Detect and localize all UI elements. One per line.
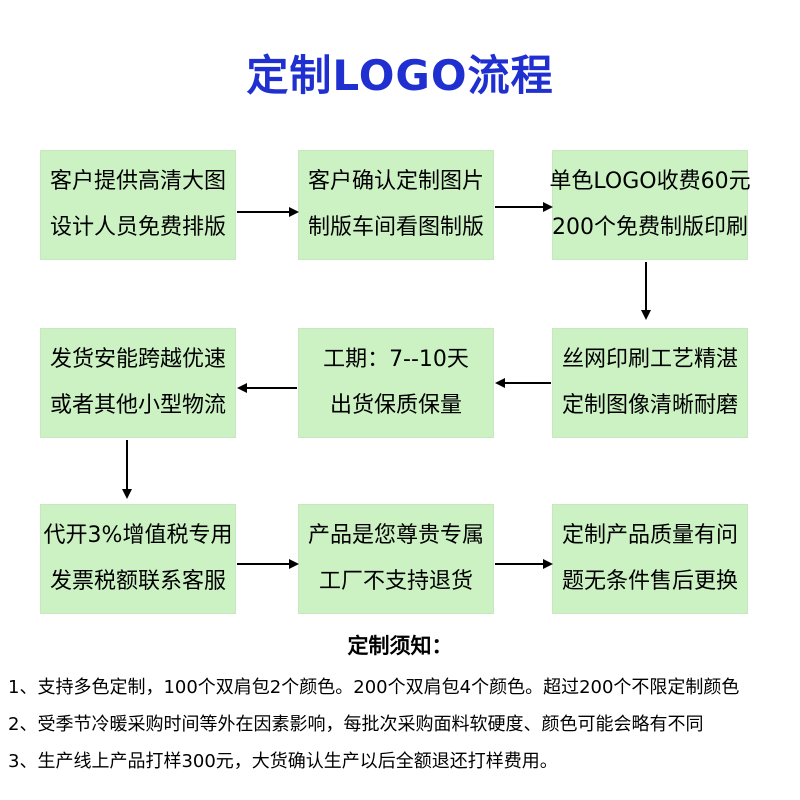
step-9-line-2: 题无条件售后更换 <box>561 569 738 594</box>
step-box-3: 单色LOGO收费60元 200个免费制版印刷 <box>549 150 751 260</box>
notes-title: 定制须知： <box>347 634 453 658</box>
note-item-1: 1、支持多色定制，100个双肩包2个颜色。200个双肩包4个颜色。超过200个不… <box>8 677 740 698</box>
step-8-line-2: 工厂不支持退货 <box>318 569 473 594</box>
step-box-7: 代开3%增值税专用 发票税额联系客服 <box>40 504 236 614</box>
step-box-6: 丝网印刷工艺精湛 定制图像清晰耐磨 <box>552 328 748 438</box>
step-box-5: 工期：7--10天 出货保质保量 <box>298 328 494 438</box>
note-item-2: 2、受季节冷暖采购时间等外在因素影响，每批次采购面料软硬度、颜色可能会略有不同 <box>8 714 704 735</box>
step-box-4: 发货安能跨越优速 或者其他小型物流 <box>40 328 236 438</box>
page-title: 定制LOGO流程 <box>246 51 554 100</box>
note-item-3: 3、生产线上产品打样300元，大货确认生产以后全额退还打样费用。 <box>8 751 558 772</box>
step-5-line-1: 工期：7--10天 <box>323 347 469 372</box>
step-1-line-2: 设计人员免费排版 <box>49 215 226 240</box>
step-2-line-2: 制版车间看图制版 <box>307 215 484 240</box>
step-8-line-1: 产品是您尊贵专属 <box>307 523 484 548</box>
step-4-line-2: 或者其他小型物流 <box>49 393 226 418</box>
step-7-line-2: 发票税额联系客服 <box>49 569 226 594</box>
step-4-line-1: 发货安能跨越优速 <box>49 347 226 372</box>
step-3-line-1: 单色LOGO收费60元 <box>549 169 751 194</box>
step-1-line-1: 客户提供高清大图 <box>49 169 226 194</box>
step-box-9: 定制产品质量有问 题无条件售后更换 <box>552 504 748 614</box>
step-box-2: 客户确认定制图片 制版车间看图制版 <box>298 150 494 260</box>
step-7-line-1: 代开3%增值税专用 <box>43 523 233 548</box>
step-3-line-2: 200个免费制版印刷 <box>552 215 748 240</box>
step-6-line-1: 丝网印刷工艺精湛 <box>561 347 738 372</box>
step-box-1: 客户提供高清大图 设计人员免费排版 <box>40 150 236 260</box>
step-box-8: 产品是您尊贵专属 工厂不支持退货 <box>298 504 494 614</box>
step-5-line-2: 出货保质保量 <box>329 393 462 418</box>
step-6-line-2: 定制图像清晰耐磨 <box>561 393 738 418</box>
step-2-line-1: 客户确认定制图片 <box>307 169 484 194</box>
step-9-line-1: 定制产品质量有问 <box>561 523 738 548</box>
